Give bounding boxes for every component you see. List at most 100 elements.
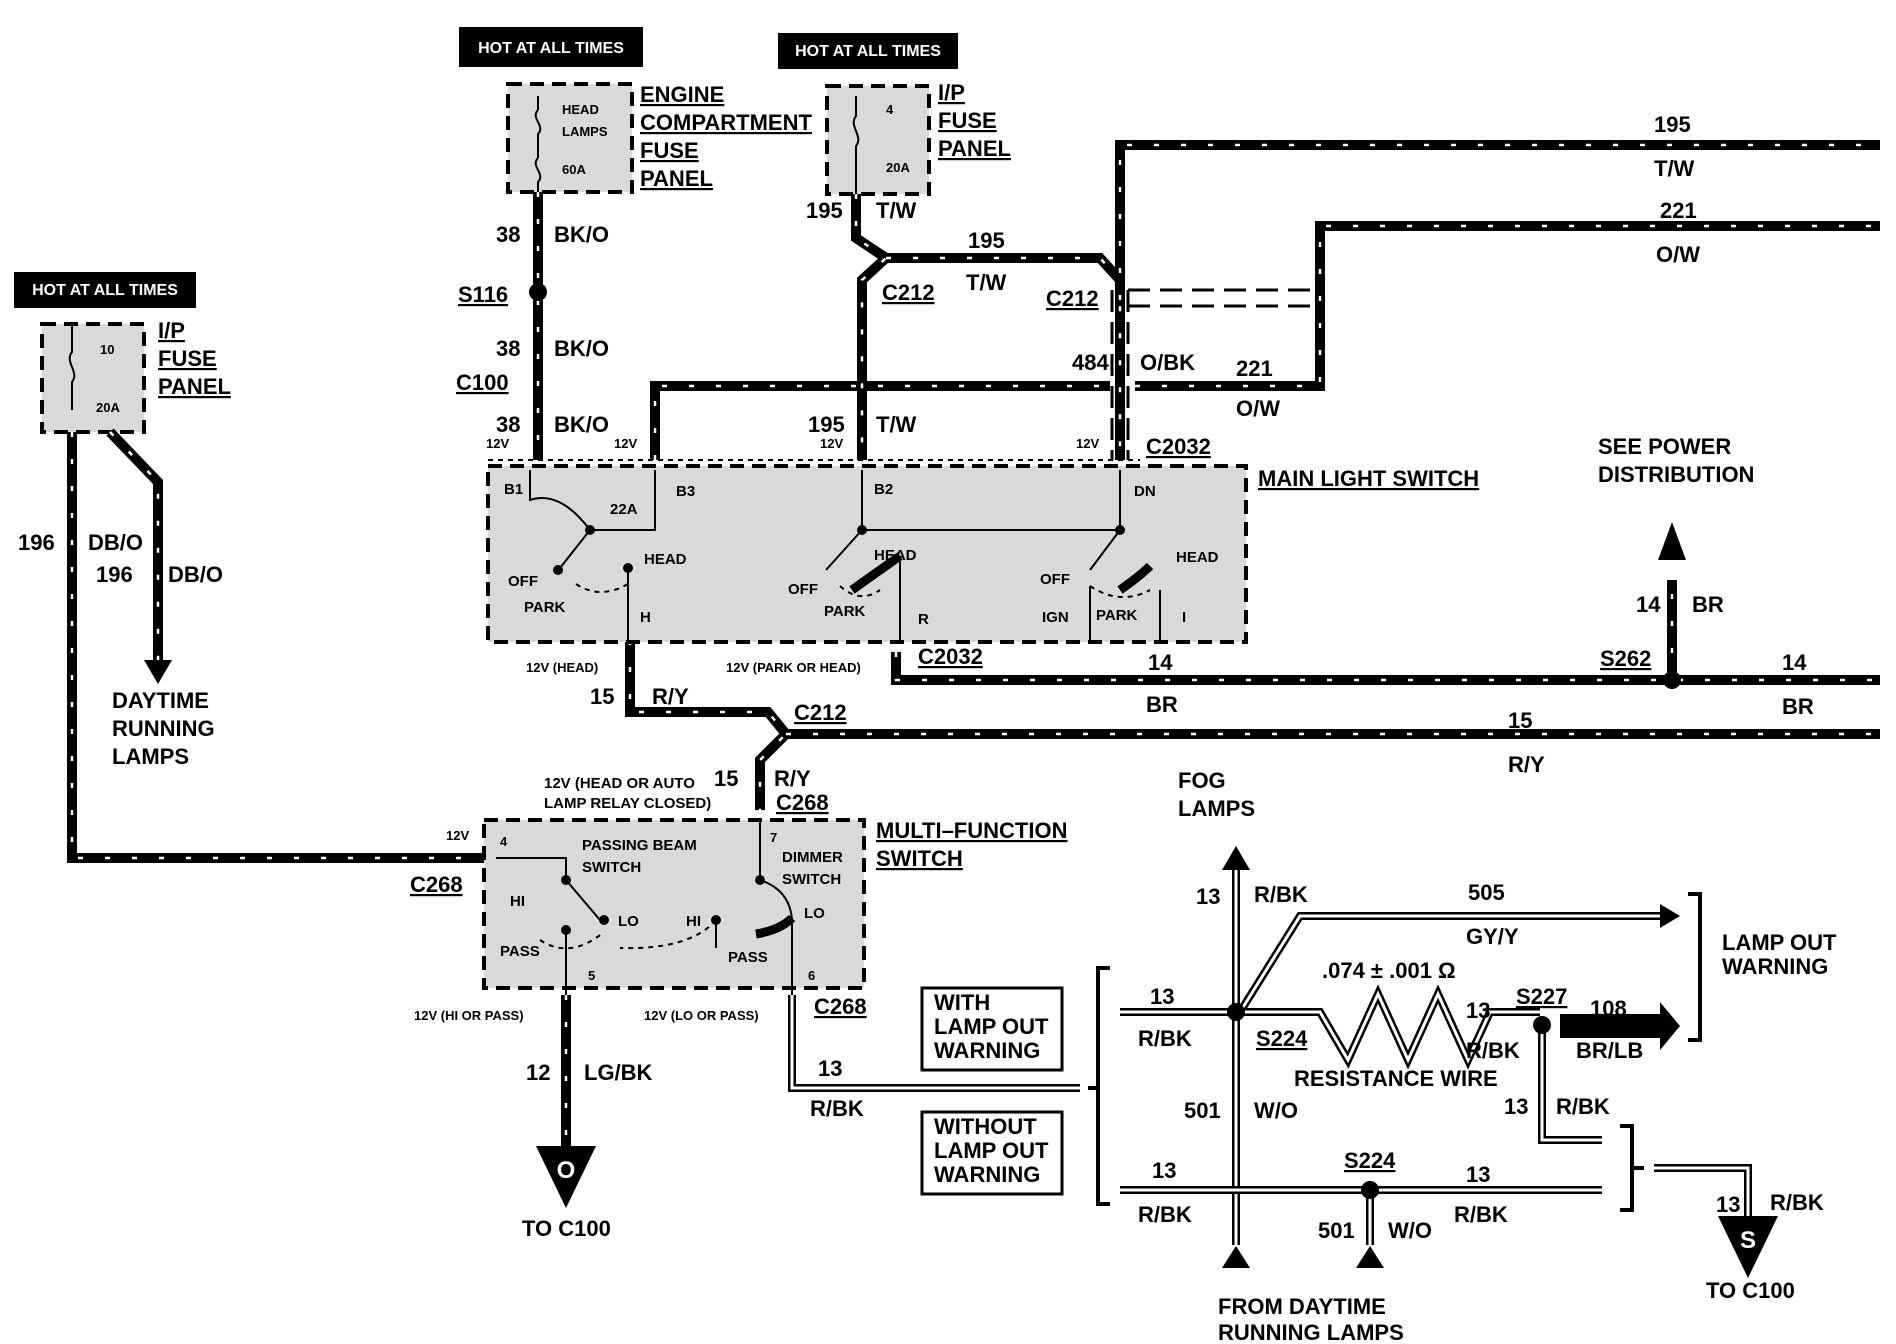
svg-text:BK/O: BK/O	[554, 222, 609, 247]
hot-label-engine: HOT AT ALL TIMES	[459, 27, 643, 67]
multi-function-switch-title: MULTI–FUNCTION SWITCH	[876, 818, 1067, 871]
svg-text:S224: S224	[1256, 1026, 1308, 1051]
svg-text:15: 15	[590, 684, 614, 709]
svg-text:13: 13	[1466, 1162, 1490, 1187]
arrow-up-icon	[1222, 846, 1250, 870]
ip-fuse-title-10: I/P FUSE PANEL	[158, 318, 231, 399]
svg-text:LO: LO	[618, 913, 639, 930]
arrow-up-icon	[1356, 1246, 1384, 1268]
svg-text:12: 12	[526, 1060, 550, 1085]
optional-wire	[1110, 288, 1320, 460]
svg-text:C268: C268	[776, 790, 829, 815]
svg-text:FUSE: FUSE	[640, 138, 699, 163]
svg-text:196: 196	[96, 562, 133, 587]
splice-s116	[529, 283, 547, 301]
svg-text:I/P: I/P	[938, 80, 965, 105]
svg-text:PARK: PARK	[1096, 607, 1138, 624]
svg-text:GY/Y: GY/Y	[1466, 924, 1519, 949]
svg-text:195: 195	[808, 412, 845, 437]
svg-text:FUSE: FUSE	[158, 346, 217, 371]
svg-text:HEAD: HEAD	[874, 547, 917, 564]
svg-text:OFF: OFF	[788, 581, 818, 598]
svg-text:14: 14	[1148, 650, 1173, 675]
svg-text:O/W: O/W	[1656, 242, 1700, 267]
svg-text:501: 501	[1184, 1098, 1221, 1123]
svg-text:DAYTIME: DAYTIME	[112, 688, 209, 713]
svg-text:BR/LB: BR/LB	[1576, 1038, 1643, 1063]
svg-text:S224: S224	[1344, 1148, 1396, 1173]
svg-text:C212: C212	[882, 280, 935, 305]
svg-text:R/BK: R/BK	[1254, 882, 1308, 907]
svg-text:6: 6	[808, 968, 815, 983]
ip-fuse-title-4: I/P FUSE PANEL	[938, 80, 1011, 161]
svg-text:15: 15	[1508, 708, 1532, 733]
multi-function-switch: 4 PASSING BEAM SWITCH 7 DIMMER SWITCH HI…	[482, 818, 866, 995]
svg-text:DB/O: DB/O	[168, 562, 223, 587]
svg-text:LAMPS: LAMPS	[562, 124, 608, 139]
svg-text:13: 13	[1466, 998, 1490, 1023]
svg-text:T/W: T/W	[876, 198, 917, 223]
svg-text:.074 ± .001 Ω: .074 ± .001 Ω	[1322, 958, 1456, 983]
svg-text:195: 195	[968, 228, 1005, 253]
svg-text:S262: S262	[1600, 646, 1651, 671]
svg-text:R/Y: R/Y	[1508, 752, 1545, 777]
svg-text:I/P: I/P	[158, 318, 185, 343]
svg-text:R/BK: R/BK	[1770, 1190, 1824, 1215]
svg-text:4: 4	[500, 834, 508, 849]
svg-text:LO: LO	[804, 905, 825, 922]
engine-fuse-title: ENGINE COMPARTMENT FUSE PANEL	[640, 82, 812, 191]
svg-text:O/W: O/W	[1236, 396, 1280, 421]
svg-text:C212: C212	[1046, 286, 1099, 311]
svg-text:BR: BR	[1782, 694, 1814, 719]
svg-text:BR: BR	[1146, 692, 1178, 717]
svg-text:HEAD: HEAD	[1176, 549, 1219, 566]
svg-text:15: 15	[714, 766, 738, 791]
svg-text:WARNING: WARNING	[934, 1162, 1040, 1187]
svg-text:R: R	[918, 611, 929, 628]
svg-text:S116: S116	[458, 282, 508, 307]
splice-s224-top	[1227, 1003, 1245, 1021]
svg-text:OFF: OFF	[1040, 571, 1070, 588]
svg-text:T/W: T/W	[1654, 156, 1695, 181]
svg-text:BK/O: BK/O	[554, 412, 609, 437]
svg-text:B3: B3	[676, 483, 695, 500]
wires	[67, 140, 1880, 1150]
svg-text:DISTRIBUTION: DISTRIBUTION	[1598, 462, 1754, 487]
splice-s224-bottom	[1361, 1181, 1379, 1199]
svg-text:B1: B1	[504, 481, 523, 498]
svg-text:HOT AT ALL TIMES: HOT AT ALL TIMES	[795, 43, 941, 60]
svg-text:5: 5	[588, 968, 595, 983]
svg-text:LAMP OUT: LAMP OUT	[934, 1014, 1049, 1039]
svg-text:12V: 12V	[486, 436, 509, 451]
svg-text:WITHOUT: WITHOUT	[934, 1114, 1037, 1139]
svg-text:PARK: PARK	[824, 603, 866, 620]
svg-text:C2032: C2032	[1146, 434, 1211, 459]
svg-text:C268: C268	[410, 872, 463, 897]
svg-text:PANEL: PANEL	[158, 374, 231, 399]
svg-text:B2: B2	[874, 481, 893, 498]
arrow-up-icon	[1222, 1246, 1250, 1268]
svg-text:COMPARTMENT: COMPARTMENT	[640, 110, 812, 135]
svg-text:HEAD: HEAD	[644, 551, 687, 568]
svg-text:I: I	[1182, 609, 1186, 626]
wire-labels: 38 BK/O S116 38 BK/O C100 38 BK/O 12V 12…	[18, 112, 1837, 1344]
svg-text:13: 13	[1150, 984, 1174, 1009]
arrow-right-icon	[1660, 904, 1680, 928]
svg-text:WARNING: WARNING	[934, 1038, 1040, 1063]
svg-text:12V (LO OR PASS): 12V (LO OR PASS)	[644, 1008, 759, 1023]
arrow-up-icon	[1658, 522, 1686, 560]
svg-text:10: 10	[100, 342, 114, 357]
svg-text:LG/BK: LG/BK	[584, 1060, 653, 1085]
svg-text:PARK: PARK	[524, 599, 566, 616]
svg-text:195: 195	[806, 198, 843, 223]
svg-text:LAMP RELAY CLOSED): LAMP RELAY CLOSED)	[544, 795, 711, 812]
svg-text:12V (PARK OR HEAD): 12V (PARK OR HEAD)	[726, 660, 861, 675]
svg-text:14: 14	[1782, 650, 1807, 675]
svg-text:R/BK: R/BK	[1454, 1202, 1508, 1227]
svg-text:PASS: PASS	[728, 949, 768, 966]
svg-text:H: H	[640, 609, 651, 626]
svg-text:SWITCH: SWITCH	[876, 846, 963, 871]
svg-text:DIMMER: DIMMER	[782, 849, 843, 866]
svg-text:HEAD: HEAD	[562, 102, 599, 117]
